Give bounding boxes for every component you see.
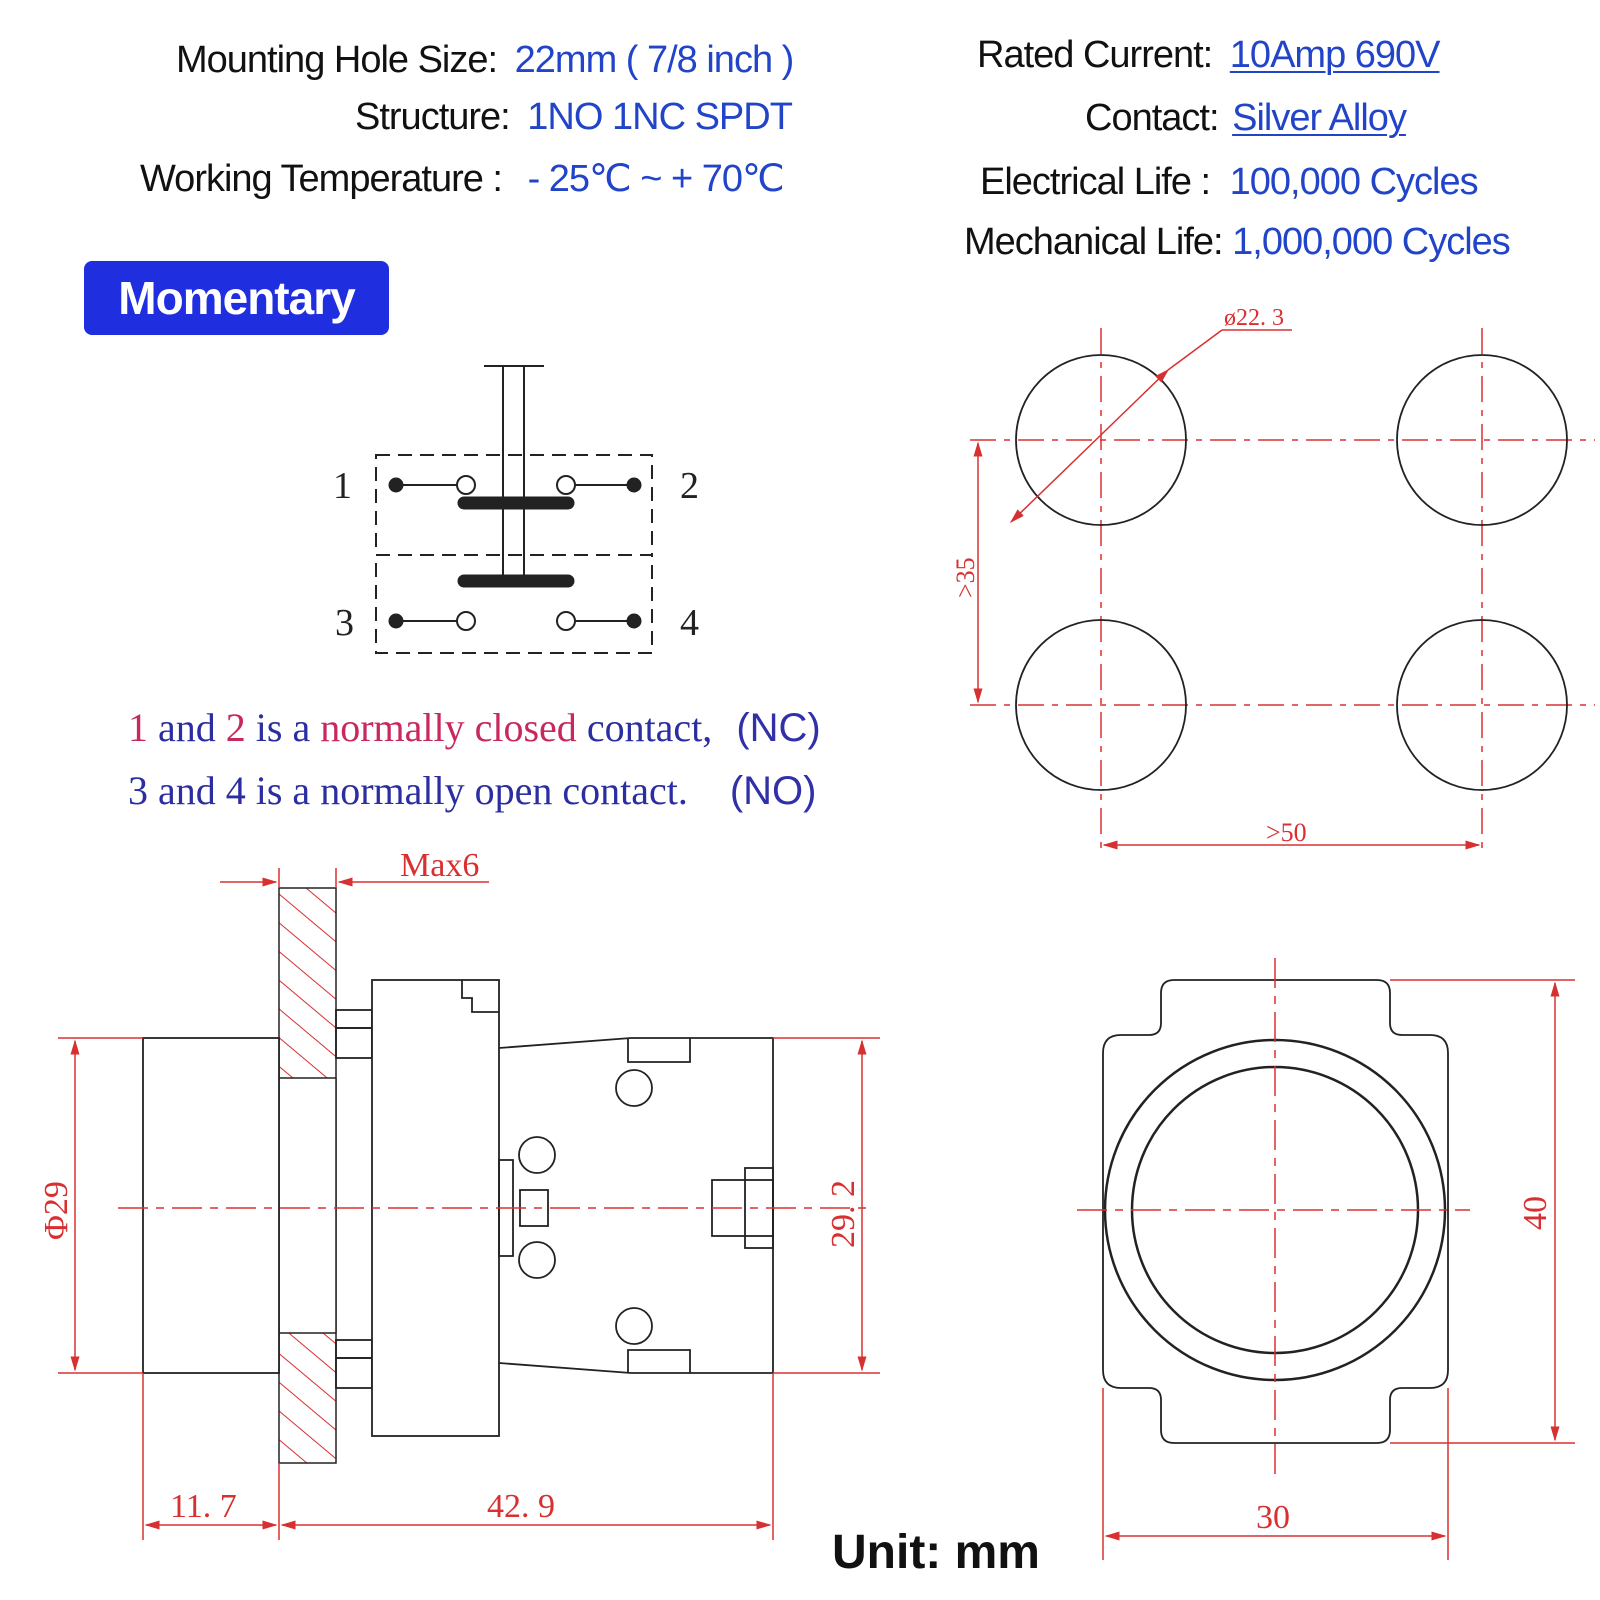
no-bridge xyxy=(457,574,575,588)
nc-tag: (NC) xyxy=(736,706,821,750)
side-diameter-dim: Φ29 xyxy=(38,1181,75,1240)
nc-note-b: and xyxy=(148,705,226,750)
unit-label: Unit: mm xyxy=(832,1526,1040,1579)
nc-note: 1 and 2 is a normally closed contact, (N… xyxy=(128,705,821,750)
spec-electrical-life-label: Electrical Life : xyxy=(980,161,1211,203)
side-view-drawing: Max6 Φ29 29. 2 11. 7 42. 9 xyxy=(38,847,880,1540)
spec-working-temp: Working Temperature : - 25℃ ~ + 70℃ xyxy=(140,158,785,200)
nc-note-f: contact, xyxy=(576,705,713,750)
spec-mechanical-life: Mechanical Life: 1,000,000 Cycles xyxy=(964,221,1511,263)
contact-schematic xyxy=(375,365,653,654)
nc-bridge xyxy=(457,496,575,510)
side-length-dim: 42. 9 xyxy=(487,1488,555,1525)
terminal-2-dot xyxy=(626,477,642,493)
spec-electrical-life: Electrical Life : 100,000 Cycles xyxy=(980,161,1479,203)
nc-note-e: normally closed xyxy=(320,705,577,750)
spec-structure: Structure: 1NO 1NC SPDT xyxy=(355,96,793,138)
spec-contact-value: Silver Alloy xyxy=(1232,97,1407,139)
nc-note-c: 2 xyxy=(225,705,246,750)
spec-contact-label: Contact: xyxy=(1085,97,1220,139)
no-tag: (NO) xyxy=(729,769,817,813)
hole-vertical-dim: >35 xyxy=(951,557,980,598)
spec-working-temp-value: - 25℃ ~ + 70℃ xyxy=(527,158,785,200)
front-height-dim: 40 xyxy=(1517,1196,1554,1230)
spec-mounting-hole: Mounting Hole Size: 22mm ( 7/8 inch ) xyxy=(176,39,795,81)
front-housing xyxy=(1102,979,1449,1444)
side-max-dim: Max6 xyxy=(400,847,479,884)
spec-rated-current-label: Rated Current: xyxy=(977,34,1213,76)
spec-mounting-hole-label: Mounting Hole Size: xyxy=(176,39,498,81)
terminal-1-label: 1 xyxy=(333,465,352,507)
hole-diameter-dim: ø22. 3 xyxy=(1224,305,1284,331)
terminal-3-label: 3 xyxy=(335,602,354,644)
hole-pattern-drawing: ø22. 3 >35 >50 xyxy=(951,305,1595,850)
no-note-text: 3 and 4 is a normally open contact. xyxy=(128,768,688,813)
hole-horizontal-dim: >50 xyxy=(1266,818,1307,847)
spec-working-temp-label: Working Temperature : xyxy=(140,158,503,200)
terminal-3-dot xyxy=(388,613,404,629)
spec-structure-value: 1NO 1NC SPDT xyxy=(527,96,793,138)
side-height-dim: 29. 2 xyxy=(825,1180,862,1248)
spec-mechanical-life-label: Mechanical Life: xyxy=(964,221,1224,263)
mounting-hole-bottom-right xyxy=(1396,619,1568,791)
terminal-1-dot xyxy=(388,477,404,493)
spec-rated-current: Rated Current: 10Amp 690V xyxy=(977,34,1441,76)
spec-contact: Contact: Silver Alloy xyxy=(1085,97,1407,139)
spec-mechanical-life-value: 1,000,000 Cycles xyxy=(1232,221,1511,263)
nc-note-d: is a xyxy=(245,705,321,750)
nc-note-a: 1 xyxy=(128,705,148,750)
side-front-dim: 11. 7 xyxy=(170,1488,237,1525)
spec-electrical-life-value: 100,000 Cycles xyxy=(1229,161,1479,203)
terminal-4-label: 4 xyxy=(680,602,699,644)
mounting-hole-bottom-left xyxy=(1015,619,1187,791)
front-view-drawing: 40 30 xyxy=(1077,958,1575,1560)
mounting-hole-top-right xyxy=(1396,354,1568,526)
spec-structure-label: Structure: xyxy=(355,96,511,138)
spec-mounting-hole-value: 22mm ( 7/8 inch ) xyxy=(514,39,795,81)
momentary-badge: Momentary xyxy=(84,261,389,335)
no-note: 3 and 4 is a normally open contact. (NO) xyxy=(128,768,817,813)
front-width-dim: 30 xyxy=(1256,1499,1290,1536)
terminal-4-dot xyxy=(626,613,642,629)
terminal-2-label: 2 xyxy=(680,465,699,507)
no-contact-box xyxy=(375,554,653,654)
spec-rated-current-value: 10Amp 690V xyxy=(1229,34,1441,76)
push-button-cap xyxy=(142,1037,280,1374)
